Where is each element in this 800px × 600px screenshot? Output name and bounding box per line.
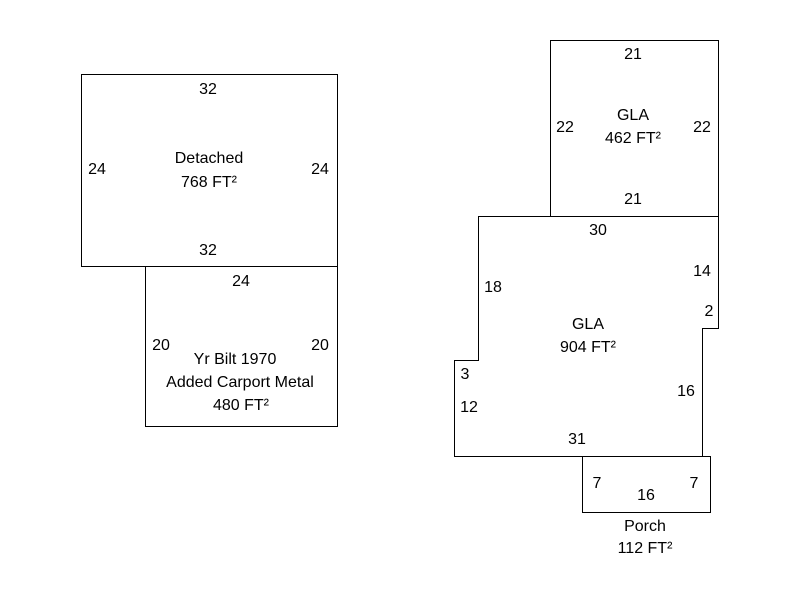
area-porch: 7 7 16 Porch 112 FT² bbox=[582, 456, 711, 557]
dim-gla-main-left-lower: 12 bbox=[460, 399, 478, 416]
gla-upper-area-label: 462 FT² bbox=[605, 130, 662, 147]
dim-gla-upper-right: 22 bbox=[693, 119, 711, 136]
carport-area-label: 480 FT² bbox=[213, 397, 270, 414]
dim-detached-right: 24 bbox=[311, 161, 329, 178]
detached-area-label: 768 FT² bbox=[181, 174, 238, 191]
porch-name-label: Porch bbox=[624, 518, 666, 535]
dim-detached-top: 32 bbox=[199, 81, 217, 98]
dim-porch-right: 7 bbox=[690, 475, 699, 492]
carport-year-label: Yr Bilt 1970 bbox=[194, 351, 277, 368]
area-detached: 32 32 24 24 Detached 768 FT² bbox=[81, 74, 338, 267]
dim-detached-bottom: 32 bbox=[199, 242, 217, 259]
gla-upper-name-label: GLA bbox=[617, 107, 649, 124]
dim-carport-left: 20 bbox=[152, 337, 170, 354]
dim-carport-top: 24 bbox=[232, 273, 250, 290]
detached-name-label: Detached bbox=[175, 150, 244, 167]
gla-main-area-label: 904 FT² bbox=[560, 339, 617, 356]
dim-gla-upper-top: 21 bbox=[624, 46, 642, 63]
dim-porch-bottom: 16 bbox=[637, 487, 655, 504]
dim-porch-left: 7 bbox=[593, 475, 602, 492]
dim-gla-main-bottom: 31 bbox=[568, 431, 586, 448]
dim-gla-upper-left: 22 bbox=[556, 119, 574, 136]
dim-detached-left: 24 bbox=[88, 161, 106, 178]
porch-outline bbox=[582, 456, 711, 513]
dim-gla-main-top: 30 bbox=[589, 222, 607, 239]
carport-outline bbox=[145, 266, 338, 427]
dim-gla-main-step-left: 3 bbox=[461, 366, 470, 383]
dim-gla-main-step-right: 2 bbox=[705, 303, 714, 320]
dim-gla-main-right-lower: 16 bbox=[677, 383, 695, 400]
carport-desc-label: Added Carport Metal bbox=[166, 374, 314, 391]
dim-carport-right: 20 bbox=[311, 337, 329, 354]
area-carport: 24 20 20 Yr Bilt 1970 Added Carport Meta… bbox=[145, 266, 338, 427]
dim-gla-main-left-upper: 18 bbox=[484, 279, 502, 296]
dim-gla-main-right-upper: 14 bbox=[693, 263, 711, 280]
area-gla-main: 30 14 2 16 31 12 3 18 GLA 904 FT² bbox=[454, 216, 719, 457]
dim-gla-upper-bottom: 21 bbox=[624, 191, 642, 208]
area-gla-upper: 21 21 22 22 GLA 462 FT² bbox=[550, 40, 719, 217]
gla-main-name-label: GLA bbox=[572, 316, 604, 333]
gla-main-outline bbox=[454, 216, 719, 457]
detached-outline bbox=[81, 74, 338, 267]
porch-area-label: 112 FT² bbox=[618, 540, 674, 557]
